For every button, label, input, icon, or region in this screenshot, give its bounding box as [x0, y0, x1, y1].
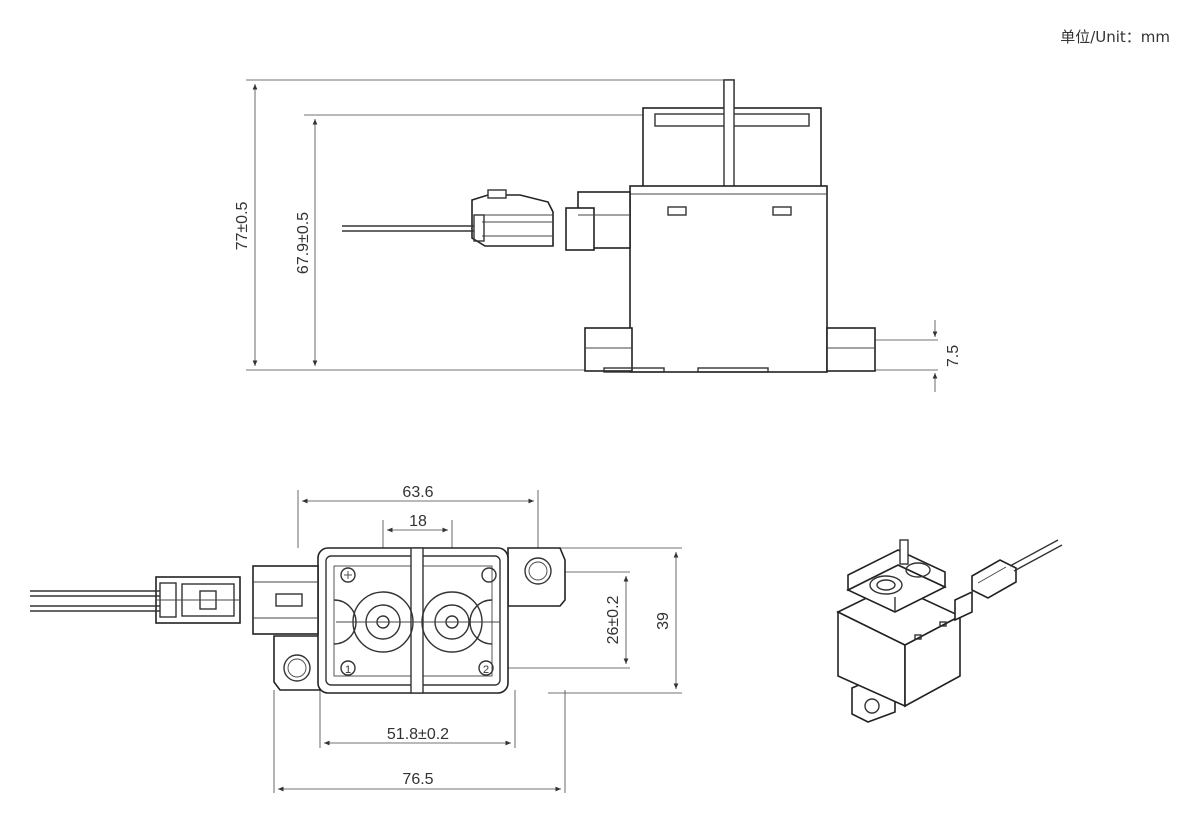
body-height-label: 67.9±0.5: [295, 212, 312, 274]
pin-mark-2: 2: [483, 664, 489, 676]
terminal-spacing-label: 18: [409, 513, 427, 530]
body-width-label: 63.6: [402, 484, 433, 501]
pin-mark-1: 1: [345, 664, 351, 676]
depth-label: 39: [655, 612, 672, 630]
isometric-view: [836, 539, 1063, 723]
overall-length-label: 76.5: [402, 771, 433, 788]
mount-hole-spacing-label: 51.8±0.2: [387, 726, 449, 743]
top-view: 63.6 18 51.8±0.2 76.5 39 26±0.2: [30, 484, 682, 793]
terminal-depth-label: 26±0.2: [605, 595, 622, 644]
side-view: 77±0.5 67.9±0.5 7.5: [234, 79, 962, 392]
unit-note: 单位/Unit：mm: [1060, 28, 1170, 46]
foot-height-label: 7.5: [945, 345, 962, 367]
overall-height-label: 77±0.5: [234, 201, 251, 250]
